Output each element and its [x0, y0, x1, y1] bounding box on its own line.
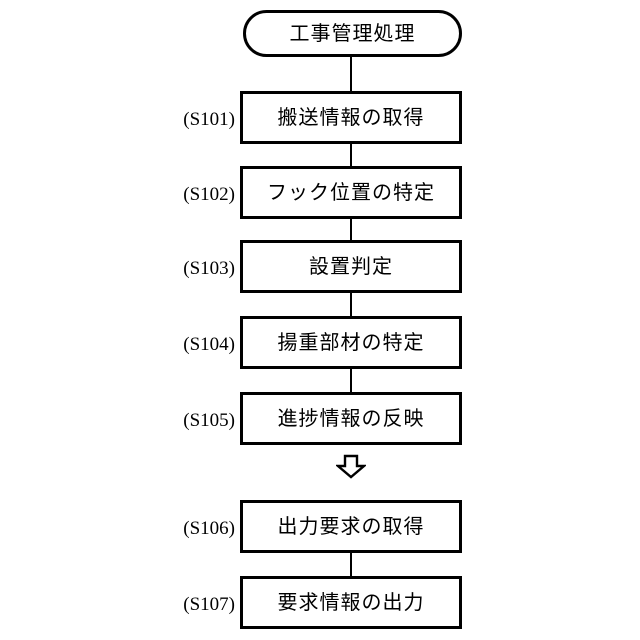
connector-start-s101: [350, 57, 352, 91]
flow-node-s101-label: 搬送情報の取得: [277, 106, 425, 129]
connector-s101-s102: [350, 144, 352, 166]
flow-node-s106-label: 出力要求の取得: [277, 515, 425, 538]
flow-node-s107-label: 要求情報の出力: [277, 591, 425, 614]
flow-node-start-label: 工事管理処理: [289, 22, 416, 45]
flow-node-s102-label: フック位置の特定: [267, 181, 435, 204]
flow-node-s104-label: 揚重部材の特定: [277, 331, 425, 354]
flow-node-s101: 搬送情報の取得: [240, 91, 462, 144]
step-id-s103: (S103): [183, 258, 235, 279]
step-id-s107: (S107): [183, 594, 235, 615]
step-id-s105: (S105): [183, 410, 235, 431]
connector-s103-s104: [350, 293, 352, 316]
flow-node-s103: 設置判定: [240, 240, 462, 293]
step-id-s102: (S102): [183, 184, 235, 205]
block-arrow-down-icon: [336, 454, 366, 479]
flow-node-s105: 進捗情報の反映: [240, 392, 462, 445]
step-id-s101: (S101): [183, 109, 235, 130]
flow-node-start: 工事管理処理: [243, 10, 462, 57]
flow-node-s103-label: 設置判定: [309, 255, 393, 278]
step-id-s106: (S106): [183, 518, 235, 539]
flow-node-s104: 揚重部材の特定: [240, 316, 462, 369]
connector-s106-s107: [350, 553, 352, 576]
connector-s102-s103: [350, 219, 352, 240]
flow-node-s102: フック位置の特定: [240, 166, 462, 219]
step-id-s104: (S104): [183, 334, 235, 355]
flow-node-s106: 出力要求の取得: [240, 500, 462, 553]
connector-s104-s105: [350, 369, 352, 392]
flow-node-s105-label: 進捗情報の反映: [277, 407, 425, 430]
flow-node-s107: 要求情報の出力: [240, 576, 462, 629]
